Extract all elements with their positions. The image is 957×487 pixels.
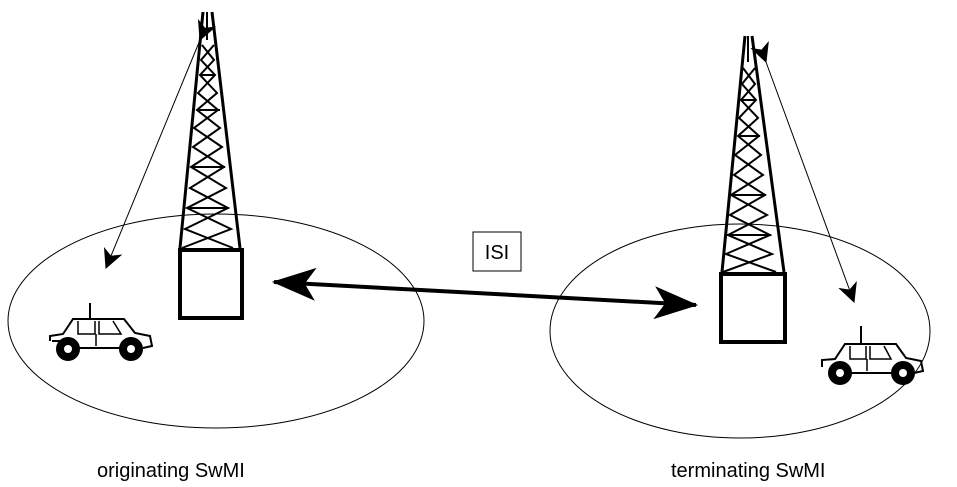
originating-switch-box <box>178 248 244 320</box>
isi-label: ISI <box>485 242 509 264</box>
originating-radio-link <box>103 18 217 270</box>
terminating-coverage-ellipse <box>549 223 931 439</box>
originating-swmi-label: originating SwMI <box>97 460 245 482</box>
isi-link-arrow <box>271 267 699 320</box>
originating-coverage-ellipse <box>7 213 425 429</box>
originating-base-station-tower <box>178 11 242 249</box>
terminating-swmi-label: terminating SwMI <box>671 460 826 482</box>
terminating-base-station-tower <box>720 35 786 273</box>
isi-label-box <box>472 231 522 272</box>
terminating-radio-link <box>750 41 857 304</box>
terminating-mobile-car <box>821 326 925 385</box>
originating-mobile-car <box>49 303 154 361</box>
terminating-switch-box <box>719 272 787 344</box>
